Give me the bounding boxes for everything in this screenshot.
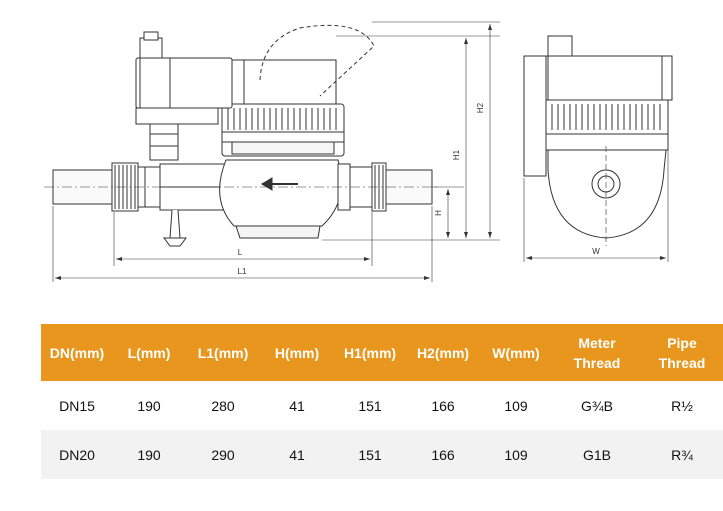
cell-pipe-thread: R½ — [671, 397, 693, 414]
header-dn: DN(mm) — [41, 324, 113, 381]
cell-l1: 290 — [185, 430, 261, 479]
header-meter-thread-line2: Thread — [573, 354, 621, 371]
table-row: DN20 190 290 41 151 166 109 G1B R¾ — [41, 430, 723, 479]
header-pipe-thread: Pipe Thread — [641, 324, 723, 381]
cell-h: 41 — [289, 397, 305, 414]
cell-l: 190 — [137, 397, 161, 414]
meter-technical-drawing: L L1 H H1 H2 W — [44, 21, 673, 282]
dim-label-h2: H2 — [476, 102, 485, 113]
header-h1: H1(mm) — [333, 324, 407, 381]
specification-table: DN(mm) L(mm) L1(mm) H(mm) H1(mm) H2(mm) … — [41, 324, 723, 479]
cell-h2: 166 — [407, 430, 479, 479]
cell-w: 109 — [479, 430, 553, 479]
dim-label-l: L — [238, 248, 243, 257]
header-pipe-thread-line1: Pipe — [667, 334, 697, 351]
cell-l: 190 — [113, 430, 185, 479]
table-row: DN15 190 280 41 151 166 109 G¾B R½ — [41, 381, 723, 430]
header-pipe-thread-line2: Thread — [658, 354, 706, 371]
cell-meter-thread: G¾B — [581, 397, 613, 414]
register-ribs — [227, 108, 337, 130]
dim-label-l1: L1 — [238, 267, 247, 276]
side-register-ribs — [551, 104, 661, 130]
cell-dn: DN15 — [59, 397, 95, 414]
dim-label-w: W — [592, 247, 600, 256]
header-meter-thread-line1: Meter — [578, 334, 616, 351]
header-l1: L1(mm) — [185, 324, 261, 381]
cell-l1: 280 — [211, 397, 235, 414]
cell-h: 41 — [261, 430, 333, 479]
header-meter-thread: Meter Thread — [553, 324, 641, 381]
cell-pipe-thread: R¾ — [641, 430, 723, 479]
cell-h1: 151 — [358, 397, 382, 414]
cell-h2: 166 — [431, 397, 455, 414]
cell-meter-thread: G1B — [553, 430, 641, 479]
cell-dn: DN20 — [41, 430, 113, 479]
cell-w: 109 — [504, 397, 528, 414]
dim-label-h: H — [434, 210, 443, 216]
cell-h1: 151 — [333, 430, 407, 479]
header-w: W(mm) — [479, 324, 553, 381]
header-l: L(mm) — [113, 324, 185, 381]
table-header-row: DN(mm) L(mm) L1(mm) H(mm) H1(mm) H2(mm) … — [41, 324, 723, 381]
header-h: H(mm) — [261, 324, 333, 381]
dim-label-h1: H1 — [452, 149, 461, 160]
header-h2: H2(mm) — [407, 324, 479, 381]
